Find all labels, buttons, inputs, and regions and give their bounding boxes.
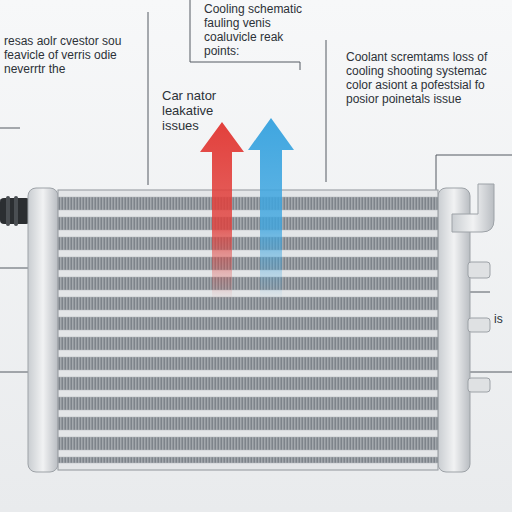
callout-text: is (494, 312, 508, 326)
callout-text: Cooling schematic fauling venis coaluvic… (204, 2, 314, 58)
callout-text: resas aolr cvestor sou feavicle of verri… (4, 34, 144, 76)
callout-text: Car nator leakative issues (162, 88, 244, 133)
callout-text: Coolant scremtams loss of cooling shooti… (346, 50, 508, 106)
